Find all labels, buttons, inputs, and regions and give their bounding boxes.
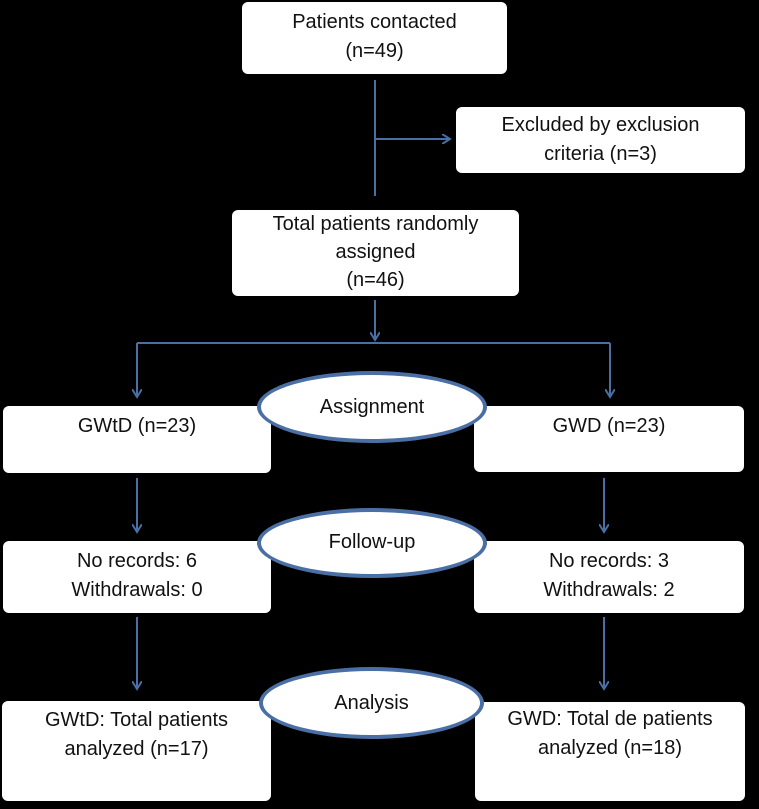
stage-analysis: Analysis (259, 667, 484, 739)
gwd-follow-line2: Withdrawals: 2 (543, 579, 675, 601)
box-gwtd-followup: No records: 6 Withdrawals: 0 (3, 541, 271, 613)
contacted-line1: Patients contacted (292, 11, 457, 33)
stage-assignment-label: Assignment (319, 396, 425, 418)
box-gwtd-analysis: GWtD: Total patients analyzed (n=17) (2, 701, 271, 801)
stage-followup: Follow-up (257, 508, 487, 578)
gwtd-follow-line1: No records: 6 (76, 550, 198, 572)
stage-analysis-label: Analysis (334, 692, 409, 714)
excluded-line2: criteria (n=3) (544, 143, 657, 165)
box-gwd-followup: No records: 3 Withdrawals: 2 (474, 541, 744, 613)
box-gwd-assignment: GWD (n=23) (474, 406, 744, 472)
randomized-line1: Total patients randomly (272, 213, 479, 235)
contacted-line2: (n=49) (345, 40, 404, 62)
gwd-analysis-line2: analyzed (n=18) (538, 737, 682, 759)
gwtd-analysis-line2: analyzed (n=17) (64, 738, 209, 760)
gwd-follow-line1: No records: 3 (548, 550, 670, 572)
box-randomly-assigned: Total patients randomly assigned (n=46) (232, 210, 519, 296)
stage-assignment: Assignment (257, 371, 487, 443)
randomized-line2: assigned (335, 241, 416, 263)
gwd-assign-line1: GWD (n=23) (552, 415, 666, 437)
box-excluded: Excluded by exclusion criteria (n=3) (456, 107, 745, 173)
box-gwd-analysis: GWD: Total de patients analyzed (n=18) (475, 702, 745, 801)
box-gwtd-assignment: GWtD (n=23) (3, 406, 271, 473)
stage-followup-label: Follow-up (328, 531, 416, 553)
gwd-analysis-line1: GWD: Total de patients (507, 708, 713, 730)
randomized-line3: (n=46) (346, 269, 405, 291)
gwtd-follow-line2: Withdrawals: 0 (71, 579, 203, 601)
box-patients-contacted: Patients contacted (n=49) (242, 2, 507, 74)
gwtd-analysis-line1: GWtD: Total patients (44, 709, 229, 731)
gwtd-assign-line1: GWtD (n=23) (77, 415, 197, 437)
excluded-line1: Excluded by exclusion (501, 114, 700, 136)
